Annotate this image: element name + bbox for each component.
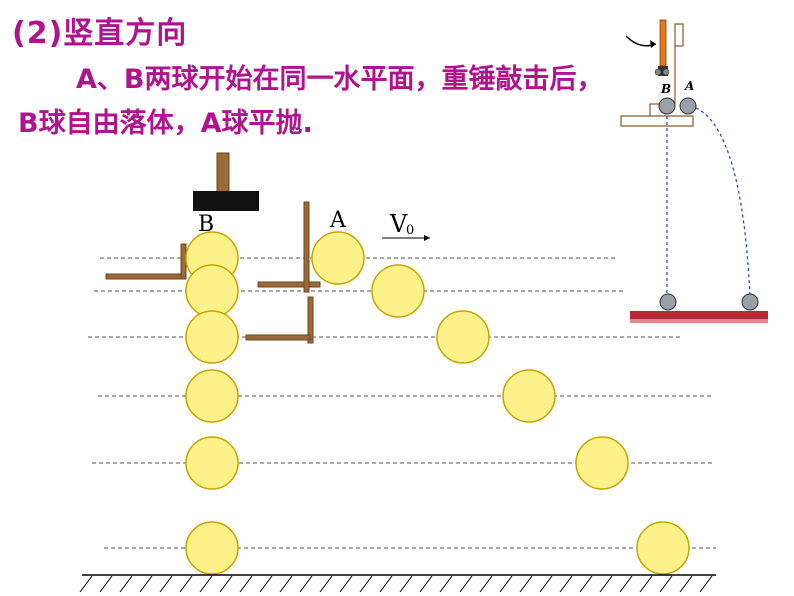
ball-a — [311, 231, 365, 285]
inset-hammer-handle — [659, 19, 667, 67]
velocity-arrowhead — [424, 235, 430, 241]
label-ball-a: A — [329, 208, 347, 233]
ball-b-positions — [185, 231, 239, 575]
hammer-handle — [216, 152, 230, 194]
inset-ball-a — [679, 97, 697, 115]
ball-a — [502, 369, 556, 423]
support-post-mid — [303, 201, 310, 293]
hammer-head — [193, 191, 259, 211]
strike-arrowhead-icon — [650, 40, 656, 48]
inset-frame — [620, 23, 694, 127]
support-post-low — [307, 296, 314, 344]
support-bar-low — [245, 334, 311, 341]
ball-a — [636, 521, 690, 575]
label-velocity: V — [389, 210, 408, 238]
inset-ball-a-landed — [741, 293, 759, 311]
description-text: A、B两球开始在同一水平面，重锤敲击后，B球自由落体，A球平抛. — [18, 64, 604, 139]
ball-b — [185, 436, 239, 490]
ball-b — [185, 369, 239, 423]
ball-b — [185, 264, 239, 318]
support-post-left — [180, 243, 187, 280]
inset-apparatus: B A — [620, 19, 768, 323]
support-bar-mid — [257, 281, 321, 288]
ground-hatching — [79, 575, 713, 593]
support-bar-left — [105, 273, 185, 280]
inset-floor — [630, 311, 768, 319]
apparatus-frame — [105, 201, 321, 344]
ball-a — [575, 436, 629, 490]
label-ball-b: B — [198, 212, 214, 237]
inset-projectile-path — [695, 107, 751, 297]
label-velocity-subscript: 0 — [406, 223, 414, 238]
inset-hammer-bolt — [662, 68, 670, 76]
ball-a — [371, 264, 425, 318]
inset-ball-b — [658, 97, 676, 115]
ball-b — [185, 521, 239, 575]
ball-b — [185, 310, 239, 364]
inset-floor-shadow — [630, 319, 768, 323]
page-title: (2)竖直方向 — [12, 16, 188, 51]
ball-a-positions — [311, 231, 690, 575]
ball-a — [436, 310, 490, 364]
inset-hammer-bolt — [654, 68, 662, 76]
inset-label-b: B — [660, 82, 671, 96]
inset-ball-b-landed — [659, 293, 677, 311]
inset-label-a: A — [684, 79, 694, 93]
